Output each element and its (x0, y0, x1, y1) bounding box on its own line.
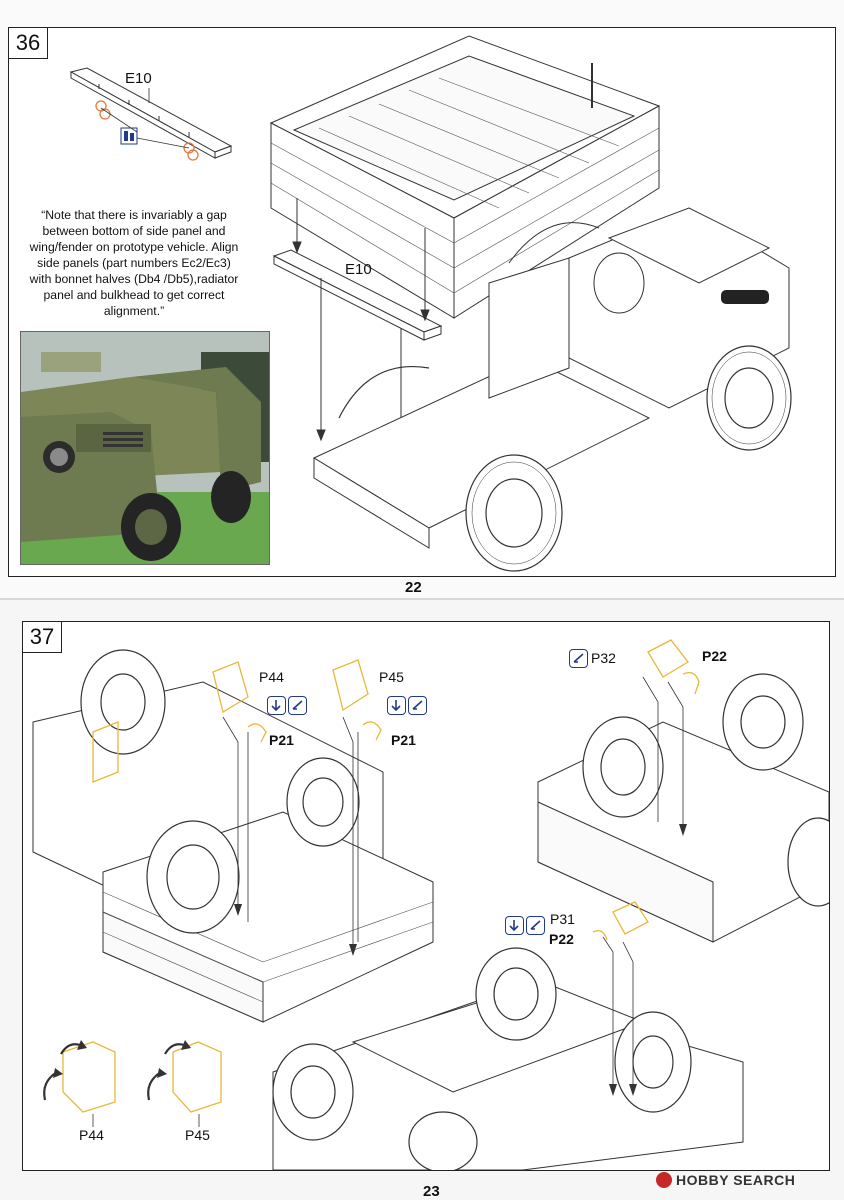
bottom-wheels (272, 947, 692, 1170)
part-label-p21-a: P21 (269, 732, 294, 748)
assembly-note: “Note that there is invariably a gap bet… (29, 208, 239, 318)
bend-icon (505, 916, 524, 935)
bend-icon (387, 696, 406, 715)
step-37-frame: 37 (22, 621, 830, 1171)
direction-arrows (234, 824, 687, 1096)
insertion-lines (222, 676, 684, 1092)
step-number: 36 (9, 28, 48, 59)
instruction-page-22: 36 (8, 27, 836, 596)
reference-photo (20, 331, 270, 565)
part-label-p22-b: P22 (549, 931, 574, 947)
page-number: 22 (405, 579, 422, 596)
fold-icon (526, 916, 545, 935)
part-label-p45: P45 (379, 669, 404, 685)
part-label-e10-small: E10 (125, 70, 152, 87)
hobby-search-watermark: HOBBY SEARCH (656, 1172, 795, 1188)
step-36-drawing (69, 35, 792, 572)
fold-icon (569, 649, 588, 668)
reference-photo-image (21, 332, 269, 564)
bend-icon (267, 696, 286, 715)
mudflap-parts (62, 639, 700, 1113)
part-label-p45-inset: P45 (185, 1127, 210, 1143)
watermark-text: HOBBY SEARCH (676, 1172, 796, 1188)
part-label-p32: P32 (591, 650, 616, 666)
wheels (338, 345, 792, 572)
highlight-circles (95, 100, 199, 161)
page-number: 23 (423, 1183, 440, 1200)
hobby-search-logo-icon (656, 1172, 672, 1188)
instruction-page-23: 37 (0, 600, 844, 1200)
part-label-p21-b: P21 (391, 732, 416, 748)
part-label-e10-large: E10 (345, 261, 372, 278)
step-number: 37 (23, 622, 62, 653)
fold-icon (408, 696, 427, 715)
glue-icon (120, 127, 138, 145)
part-label-p44-inset: P44 (79, 1127, 104, 1143)
truck-chassis (312, 207, 790, 549)
part-label-p31: P31 (550, 911, 575, 927)
truck-bed (269, 35, 661, 319)
part-e10-small (69, 67, 233, 159)
assembly-arrows (292, 198, 430, 502)
step-36-frame: 36 (8, 27, 836, 577)
step-37-drawing (32, 639, 829, 1170)
fold-icon (288, 696, 307, 715)
part-label-p44: P44 (259, 669, 284, 685)
part-e10-large (272, 249, 443, 341)
bed-planks (270, 77, 660, 294)
part-label-p22-a: P22 (702, 648, 727, 664)
right-wheels (582, 673, 829, 907)
grille-vents (721, 290, 769, 304)
